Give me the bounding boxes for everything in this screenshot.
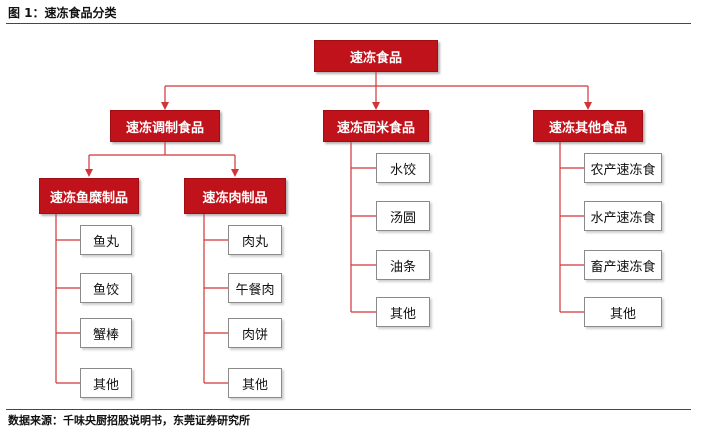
leaf-fish-3: 蟹棒 (80, 318, 132, 348)
leaf-meat-1: 肉丸 (228, 225, 282, 255)
leaf-fish-2: 鱼饺 (80, 273, 132, 303)
leaf-noodle-3: 油条 (376, 250, 430, 280)
leaf-other-2: 水产速冻食 (584, 201, 662, 231)
top-divider (6, 23, 691, 24)
bottom-divider (6, 409, 691, 410)
leaf-meat-4: 其他 (228, 368, 282, 398)
subcategory-fish: 速冻鱼糜制品 (39, 178, 139, 214)
category-noodle: 速冻面米食品 (323, 110, 429, 142)
connector-root (165, 72, 588, 87)
leaf-other-4: 其他 (584, 297, 662, 327)
source-note: 数据来源：千味央厨招股说明书，东莞证券研究所 (8, 414, 250, 427)
leaf-meat-2: 午餐肉 (228, 273, 282, 303)
category-other: 速冻其他食品 (533, 110, 643, 142)
tree-other (559, 142, 584, 313)
subcategory-meat: 速冻肉制品 (184, 178, 286, 214)
leaf-meat-3: 肉饼 (228, 318, 282, 348)
leaf-other-3: 畜产速冻食 (584, 250, 662, 280)
leaf-fish-4: 其他 (80, 368, 132, 398)
tree-noodle (350, 142, 376, 313)
leaf-noodle-2: 汤圆 (376, 201, 430, 231)
tree-meat (203, 214, 228, 384)
leaf-fish-1: 鱼丸 (80, 225, 132, 255)
root-node: 速冻食品 (314, 40, 438, 72)
tree-fish (55, 214, 80, 384)
leaf-noodle-4: 其他 (376, 297, 430, 327)
leaf-other-1: 农产速冻食 (584, 153, 662, 183)
connector-seasoned (89, 142, 235, 156)
leaf-noodle-1: 水饺 (376, 153, 430, 183)
category-seasoned: 速冻调制食品 (110, 110, 220, 142)
figure-title: 图 1：速冻食品分类 (8, 6, 117, 20)
